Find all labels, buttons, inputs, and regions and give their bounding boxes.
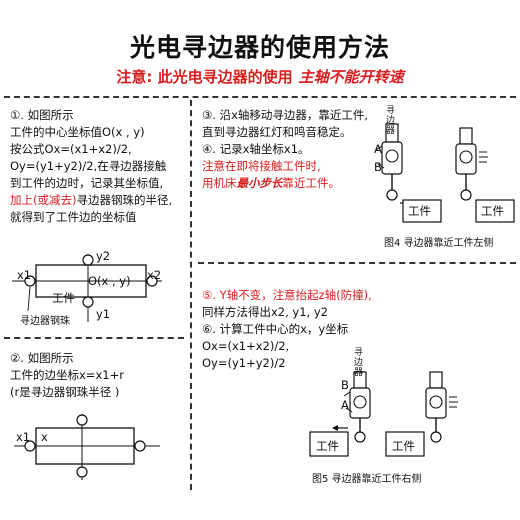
fig1-workpiece-label: 工件: [52, 291, 75, 305]
right-mid-divider: [198, 262, 516, 264]
sec4-line: ⑥. 计算工件中心的x，y坐标: [202, 322, 349, 336]
figure-1-diagram: [12, 254, 162, 322]
sec3-line: ③. 沿x轴移动寻边器，靠近工件,: [202, 108, 369, 122]
center-divider: [190, 100, 192, 490]
fig4-tool-label: 寻边器: [386, 106, 396, 136]
fig1-ball-label: 寻边器钢珠: [20, 316, 70, 327]
fig2-x-label: x: [41, 430, 48, 444]
sec2-line: (r是寻边器钢珠半径 ): [10, 385, 120, 399]
sec2-line: ②. 如图所示: [10, 351, 74, 365]
sec1-line: 加上(或减去)寻边器钢珠的半径,: [10, 192, 172, 209]
figure-4-diagram: [375, 123, 515, 223]
sec1-red-text: 加上(或减去): [10, 193, 77, 207]
fig4-caption: 图4 寻边器靠近工件左侧: [384, 238, 494, 249]
sec4-line-red: ⑤. Y轴不变，注意抬起z轴(防撞),: [202, 288, 372, 302]
fig1-x2-label: x2: [147, 268, 162, 282]
page-title: 光电寻边器的使用方法: [129, 33, 390, 62]
sec1-line: 就得到了工件边的坐标值: [10, 210, 137, 224]
fig4-b-label: B: [374, 160, 382, 174]
fig1-ball-pointer: [27, 286, 31, 312]
sec3-red-a: 用机床: [202, 176, 237, 190]
sec1-line: Oy=(y1+y2)/2,在寻边器接触: [10, 159, 167, 173]
fig1-x1-label: x1: [17, 268, 32, 282]
fig5-workpiece-2: 工件: [392, 439, 415, 453]
fig5-caption: 图5 寻边器靠近工件右侧: [312, 474, 422, 485]
figure-2-diagram: [14, 414, 160, 480]
sec3-line: 直到寻边器红灯和鸣音稳定。: [202, 125, 352, 139]
section-4-text: ⑤. Y轴不变，注意抬起z轴(防撞), 同样方法得出x2, y1, y2 ⑥. …: [202, 287, 372, 372]
fig1-y2-label: y2: [96, 249, 111, 263]
fig5-a-label: A: [341, 398, 349, 412]
sec4-line: Ox=(x1+x2)/2,: [202, 339, 290, 353]
figure-5-diagram: [309, 371, 458, 457]
sec3-line: ④. 记录x轴坐标x1。: [202, 142, 310, 156]
fig4-workpiece-1: 工件: [408, 204, 431, 218]
sec3-red-emph: 最小步长: [236, 176, 283, 190]
section-2-text: ②. 如图所示 工件的边坐标x=x1+r (r是寻边器钢珠半径 ): [10, 350, 124, 401]
section-3-text: ③. 沿x轴移动寻边器，靠近工件, 直到寻边器红灯和鸣音稳定。 ④. 记录x轴坐…: [202, 107, 368, 192]
sec1-line: 工件的中心坐标值O(x , y): [10, 125, 145, 139]
warning-emphasis: 主轴不能开转速: [298, 68, 404, 86]
warning-banner: 注意: 此光电寻边器的使用主轴不能开转速: [0, 66, 520, 87]
sec2-line: 工件的边坐标x=x1+r: [10, 368, 124, 382]
sec1-line: 按公式Ox=(x1+x2)/2,: [10, 142, 132, 156]
sec4-line: Oy=(y1+y2)/2: [202, 356, 286, 370]
fig1-center-label: O(x , y): [88, 274, 131, 288]
fig1-y1-label: y1: [96, 307, 111, 321]
fig2-x1-label: x1: [16, 430, 31, 444]
sec3-red-c: 靠近工件。: [282, 176, 341, 190]
fig5-b-label: B: [341, 378, 349, 392]
sec1-line: 到工件的边时，记录其坐标值,: [10, 176, 164, 190]
fig5-workpiece-1: 工件: [316, 439, 339, 453]
fig4-a-label: A: [374, 142, 382, 156]
left-mid-divider: [4, 337, 184, 339]
fig4-workpiece-2: 工件: [481, 204, 504, 218]
sec4-line: 同样方法得出x2, y1, y2: [202, 305, 328, 319]
sec1-line: ①. 如图所示: [10, 108, 74, 122]
sec3-line-red: 注意在即将接触工件时,: [202, 159, 321, 173]
sec3-line-red: 用机床最小步长靠近工件。: [202, 175, 368, 192]
top-divider: [4, 96, 516, 98]
fig5-tool-label: 寻边器: [354, 348, 364, 378]
sec1-rest-text: 寻边器钢珠的半径,: [76, 193, 173, 207]
section-1-text: ①. 如图所示 工件的中心坐标值O(x , y) 按公式Ox=(x1+x2)/2…: [10, 107, 172, 226]
warning-prefix: 注意: 此光电寻边器的使用: [116, 68, 293, 86]
